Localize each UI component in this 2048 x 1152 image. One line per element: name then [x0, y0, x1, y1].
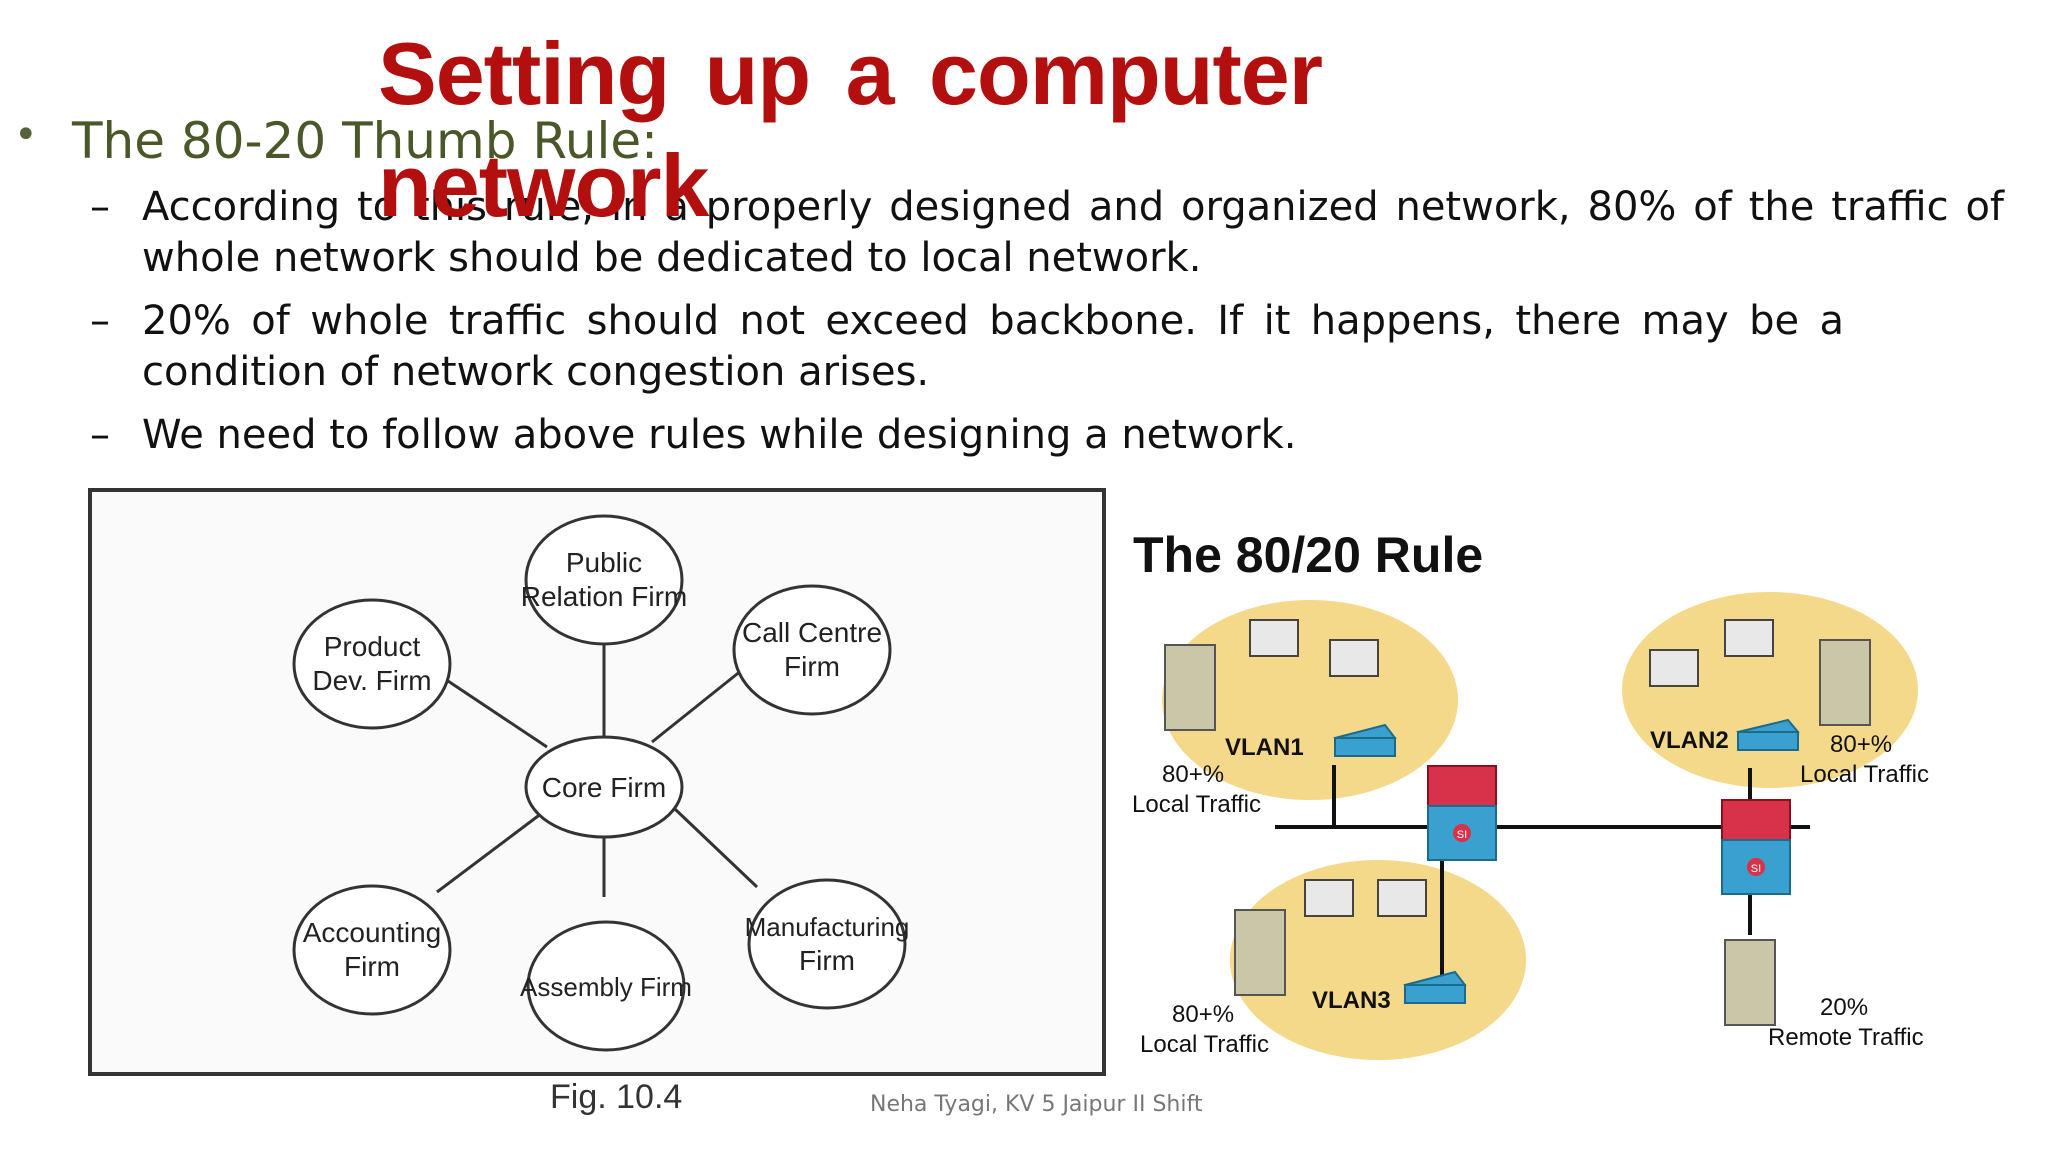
- slide-title: Setting up a computer network: [378, 24, 1323, 235]
- dash-icon: –: [90, 184, 110, 230]
- remote-traffic-label: Remote Traffic: [1768, 1024, 1924, 1051]
- remote-pct-label: 20%: [1820, 994, 1868, 1021]
- computer-icon: [1724, 619, 1774, 657]
- dash-icon: –: [90, 298, 110, 344]
- core-node: [524, 735, 684, 839]
- local-pct-label: 80+%: [1172, 1001, 1234, 1028]
- dash-icon: –: [90, 412, 110, 458]
- bullet-heading: The 80-20 Thumb Rule:: [72, 112, 659, 170]
- server-icon: [1234, 909, 1286, 996]
- computer-icon: [1249, 619, 1299, 657]
- computer-icon: [1649, 649, 1699, 687]
- core-node-label: Core Firm: [542, 772, 666, 803]
- star-network-diagram: Core Firm Public Relation Firm Call Cent…: [292, 514, 910, 1052]
- node-label: Product: [324, 631, 421, 662]
- local-pct-label: 80+%: [1830, 731, 1892, 758]
- sub-bullet-text: According to this rule, in a properly de…: [142, 184, 2004, 281]
- node-label: Call Centre: [742, 617, 882, 648]
- server-icon: [1819, 639, 1871, 726]
- sub-bullet-text: 20% of whole traffic should not exceed b…: [142, 298, 1844, 395]
- local-traffic-label: Local Traffic: [1132, 791, 1261, 818]
- sub-bullet-text: We need to follow above rules while desi…: [142, 412, 1297, 458]
- node-label: Public: [566, 547, 642, 578]
- node-label: Manufacturing: [745, 912, 910, 942]
- node-label: Firm: [784, 651, 840, 682]
- node-label: Dev. Firm: [312, 665, 431, 696]
- server-icon: [1724, 939, 1776, 1026]
- node-label: Firm: [799, 945, 855, 976]
- local-traffic-label: Local Traffic: [1140, 1031, 1269, 1058]
- rule-diagram-title: The 80/20 Rule: [1133, 527, 1484, 583]
- computer-icon: [1304, 879, 1354, 917]
- si-label: SI: [1751, 863, 1761, 875]
- local-pct-label: 80+%: [1162, 761, 1224, 788]
- router-icon: [1427, 765, 1497, 807]
- server-icon: [1164, 644, 1216, 731]
- vlan-diagram: SI SI VLAN1 VLAN2 VLAN3 80+% Local Traff…: [1132, 592, 1929, 1060]
- slide-footer: Neha Tyagi, KV 5 Jaipur II Shift: [870, 1092, 1203, 1117]
- node-label: Assembly Firm: [520, 972, 692, 1002]
- node-label: Firm: [344, 951, 400, 982]
- node-label: Accounting: [303, 917, 442, 948]
- star-network-figure: Core Firm Public Relation Firm Call Cent…: [88, 488, 1106, 1076]
- router-icon: [1721, 799, 1791, 841]
- vlan3-label: VLAN3: [1312, 987, 1391, 1014]
- vlan1-label: VLAN1: [1225, 734, 1304, 761]
- si-label: SI: [1457, 829, 1467, 841]
- bullet-dot-icon: •: [14, 112, 38, 158]
- computer-icon: [1329, 639, 1379, 677]
- figure-caption: Fig. 10.4: [550, 1078, 683, 1116]
- node-label: Relation Firm: [521, 581, 687, 612]
- vlan2-label: VLAN2: [1650, 727, 1729, 754]
- computer-icon: [1377, 879, 1427, 917]
- local-traffic-label: Local Traffic: [1800, 761, 1929, 788]
